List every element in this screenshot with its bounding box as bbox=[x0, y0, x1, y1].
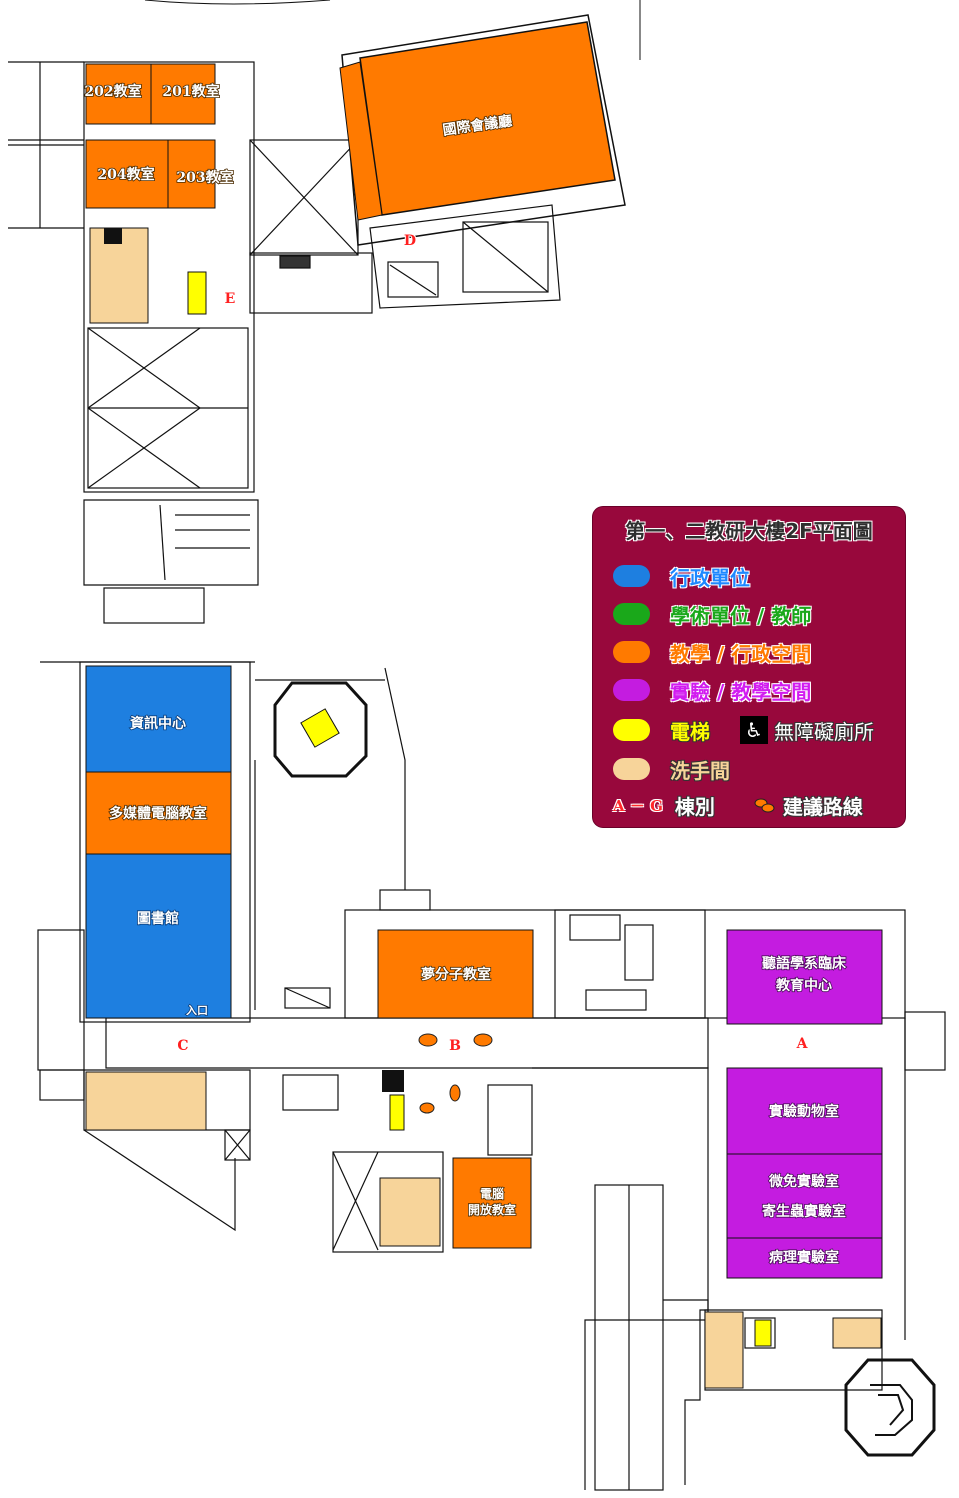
legend-item-restroom: 洗手間 bbox=[613, 753, 730, 785]
legend-item-academic: 學術單位 / 教師 bbox=[613, 598, 811, 630]
legend-academic-label: 學術單位 / 教師 bbox=[670, 603, 812, 628]
building-c-label: C bbox=[177, 1038, 188, 1054]
admin-swatch bbox=[613, 565, 650, 587]
micro-lab-label: 微免實驗室 bbox=[768, 1173, 839, 1190]
wheelchair-icon: ♿ bbox=[740, 716, 768, 744]
teaching-swatch bbox=[613, 641, 650, 663]
academic-swatch bbox=[613, 603, 650, 625]
hearing-center-label-2: 教育中心 bbox=[776, 977, 832, 994]
legend-item-building: A － G 棟別 建議路線 bbox=[613, 789, 863, 821]
building-b-label: B bbox=[449, 1038, 461, 1054]
restroom-swatch bbox=[613, 758, 650, 780]
parasite-lab-label: 寄生蟲實驗室 bbox=[762, 1203, 846, 1220]
library-label: 圖書館 bbox=[137, 910, 179, 927]
room-203-label: 203教室 bbox=[176, 169, 233, 186]
legend-lab-label: 實驗 / 教學空間 bbox=[670, 679, 812, 704]
animal-lab-label: 實驗動物室 bbox=[769, 1103, 839, 1120]
pathology-lab-label: 病理實驗室 bbox=[769, 1249, 839, 1266]
room-204-label: 204教室 bbox=[97, 166, 154, 183]
legend-route-label: 建議路線 bbox=[782, 794, 863, 819]
legend-restroom-label: 洗手間 bbox=[670, 758, 730, 783]
legend-title: 第一、二教研大樓2F平面圖 bbox=[625, 519, 873, 543]
multimedia-classroom-label: 多媒體電腦教室 bbox=[109, 805, 207, 822]
hearing-center-label-1: 聽語學系臨床 bbox=[762, 955, 847, 972]
building-e-label: E bbox=[225, 291, 236, 307]
legend-item-lab: 實驗 / 教學空間 bbox=[613, 674, 811, 706]
room-201-label: 201教室 bbox=[162, 83, 219, 100]
computer-classroom-label-2: 開放教室 bbox=[468, 1202, 516, 1217]
building-key: A － G bbox=[613, 796, 663, 815]
legend-item-admin: 行政單位 bbox=[613, 560, 750, 592]
legend-building-label: 棟別 bbox=[674, 794, 715, 819]
room-202-label: 202教室 bbox=[84, 83, 141, 100]
building-d-label: D bbox=[404, 233, 416, 249]
legend-item-elevator: 電梯 ♿ 無障礙廁所 bbox=[613, 714, 874, 746]
legend-elevator-label: 電梯 bbox=[670, 719, 710, 744]
legend-item-teaching: 教學 / 行政空間 bbox=[613, 636, 811, 668]
molecule-classroom-label: 夢分子教室 bbox=[421, 966, 491, 983]
footprint-icon bbox=[754, 798, 775, 813]
elevator-swatch bbox=[613, 719, 650, 741]
building-a-label: A bbox=[796, 1036, 809, 1052]
legend-panel: 第一、二教研大樓2F平面圖 行政單位 學術單位 / 教師 教學 / 行政空間 實… bbox=[593, 507, 905, 827]
computer-classroom-label-1: 電腦 bbox=[480, 1186, 504, 1201]
legend-teaching-label: 教學 / 行政空間 bbox=[670, 641, 812, 666]
info-center-label: 資訊中心 bbox=[130, 715, 186, 732]
lab-swatch bbox=[613, 679, 650, 701]
legend-admin-label: 行政單位 bbox=[670, 565, 750, 590]
legend-accessible-toilet-label: 無障礙廁所 bbox=[774, 719, 874, 744]
library-entrance-label: 入口 bbox=[186, 1004, 208, 1017]
